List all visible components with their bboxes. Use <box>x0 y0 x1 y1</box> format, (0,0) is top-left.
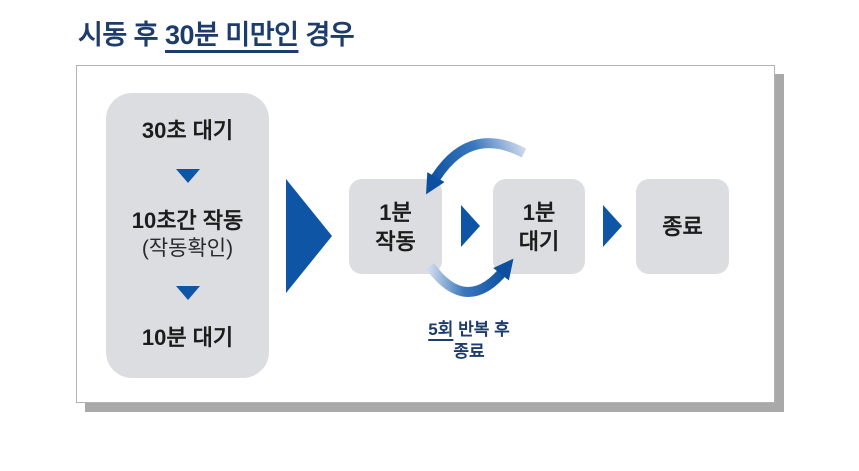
flow-diagram-container: 30초 대기 10초간 작동 (작동확인) 10분 대기 1분 작동 1분 대기… <box>76 65 775 403</box>
page-title: 시동 후 30분 미만인 경우 <box>78 13 355 52</box>
flow-box-run-1min-line1: 1분 <box>379 199 412 225</box>
loop-caption-count: 5회 <box>428 320 454 339</box>
flow-box-run-1min-line2: 작동 <box>375 228 416 254</box>
step-wait-10m: 10분 대기 <box>141 325 234 350</box>
step-run-10s-label: 10초간 작동 <box>131 207 244 233</box>
loop-caption-line2: 종료 <box>453 342 485 361</box>
step-wait-30s: 30초 대기 <box>141 118 234 143</box>
flow-box-wait-1min-line1: 1분 <box>522 199 556 225</box>
loop-caption-rest: 반복 후 <box>453 320 510 339</box>
page-title-prefix: 시동 후 <box>78 20 166 50</box>
page-title-suffix: 경우 <box>298 20 355 50</box>
prep-sequence-panel: 30초 대기 10초간 작동 (작동확인) 10분 대기 <box>106 93 269 378</box>
flow-box-wait-1min-line2: 대기 <box>518 228 560 254</box>
page-title-underlined: 30분 미만인 <box>165 20 299 50</box>
step-run-10s-note: (작동확인) <box>141 236 234 260</box>
flow-box-end-label: 종료 <box>662 214 703 239</box>
flow-box-run-1min: 1분 작동 <box>349 179 442 274</box>
step-run-10s: 10초간 작동 (작동확인) <box>132 207 244 263</box>
right-arrow-icon <box>461 205 480 247</box>
loop-arrows <box>425 138 527 297</box>
loop-arrow-bottom-icon <box>425 258 514 297</box>
down-arrow-icon <box>175 286 200 301</box>
down-arrow-icon <box>175 168 200 183</box>
loop-caption-line1: 5회 반복 후 <box>389 319 549 341</box>
loop-caption: 5회 반복 후 종료 <box>389 319 549 363</box>
right-arrow-icon <box>603 205 622 247</box>
flow-box-wait-1min: 1분 대기 <box>493 179 585 274</box>
flow-box-end: 종료 <box>636 179 729 274</box>
right-arrow-icon <box>286 179 332 293</box>
loop-arrow-top-icon <box>426 138 527 195</box>
